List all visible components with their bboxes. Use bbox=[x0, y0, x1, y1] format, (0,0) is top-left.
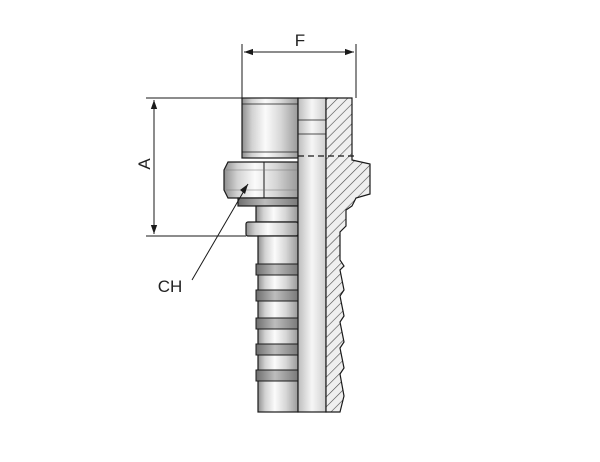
cross-section bbox=[297, 97, 371, 413]
bore bbox=[297, 97, 327, 413]
hex-callout-label: CH bbox=[158, 277, 183, 296]
dimension-a-label: A bbox=[135, 158, 154, 170]
dimension-f bbox=[241, 44, 357, 98]
threaded-end bbox=[241, 97, 299, 159]
dimension-f-label: F bbox=[295, 31, 305, 50]
flange-ring bbox=[245, 221, 299, 237]
dimension-a bbox=[146, 97, 246, 237]
hex-callout-leader bbox=[191, 183, 249, 281]
section-wall bbox=[325, 97, 371, 413]
neck bbox=[255, 205, 299, 223]
fitting-body bbox=[223, 97, 299, 413]
hex-nut bbox=[223, 161, 299, 199]
leader-arrow-icon bbox=[240, 184, 248, 194]
collar bbox=[237, 197, 299, 207]
